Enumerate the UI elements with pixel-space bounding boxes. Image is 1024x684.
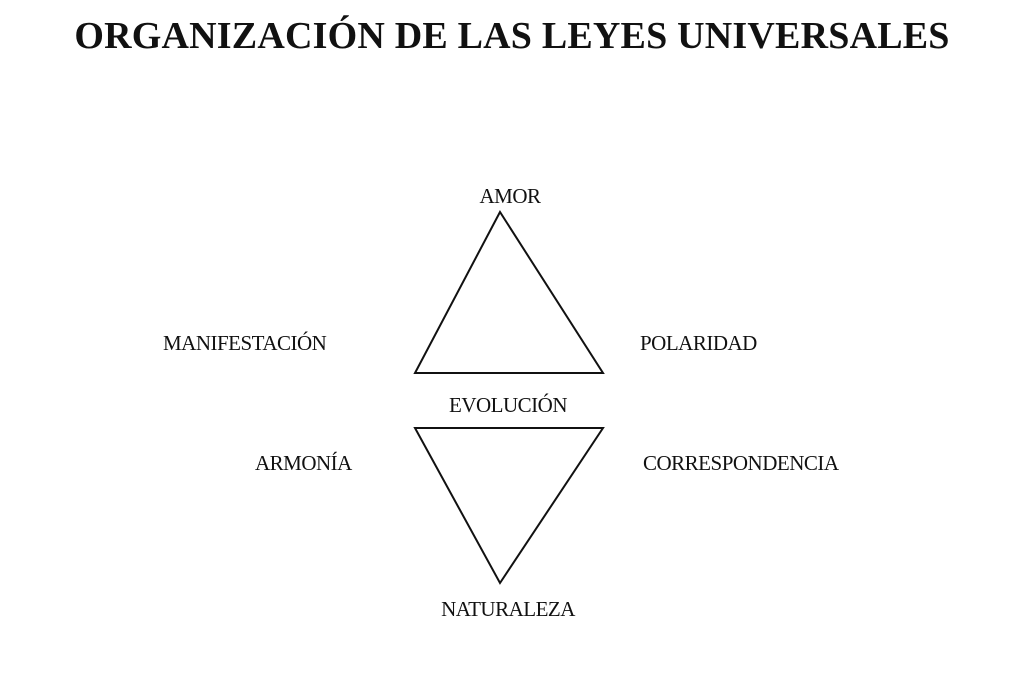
label-armonia: ARMONÍA [255,451,352,475]
page-title: ORGANIZACIÓN DE LAS LEYES UNIVERSALES [74,15,950,57]
label-polaridad: POLARIDAD [640,331,757,355]
lower-triangle [413,427,605,585]
label-manifestacion: MANIFESTACIÓN [163,331,327,355]
label-correspondencia: CORRESPONDENCIA [643,451,839,475]
label-amor: AMOR [479,184,541,208]
label-evolucion: EVOLUCIÓN [449,393,567,417]
upper-triangle [413,210,605,374]
label-naturaleza: NATURALEZA [441,597,575,621]
